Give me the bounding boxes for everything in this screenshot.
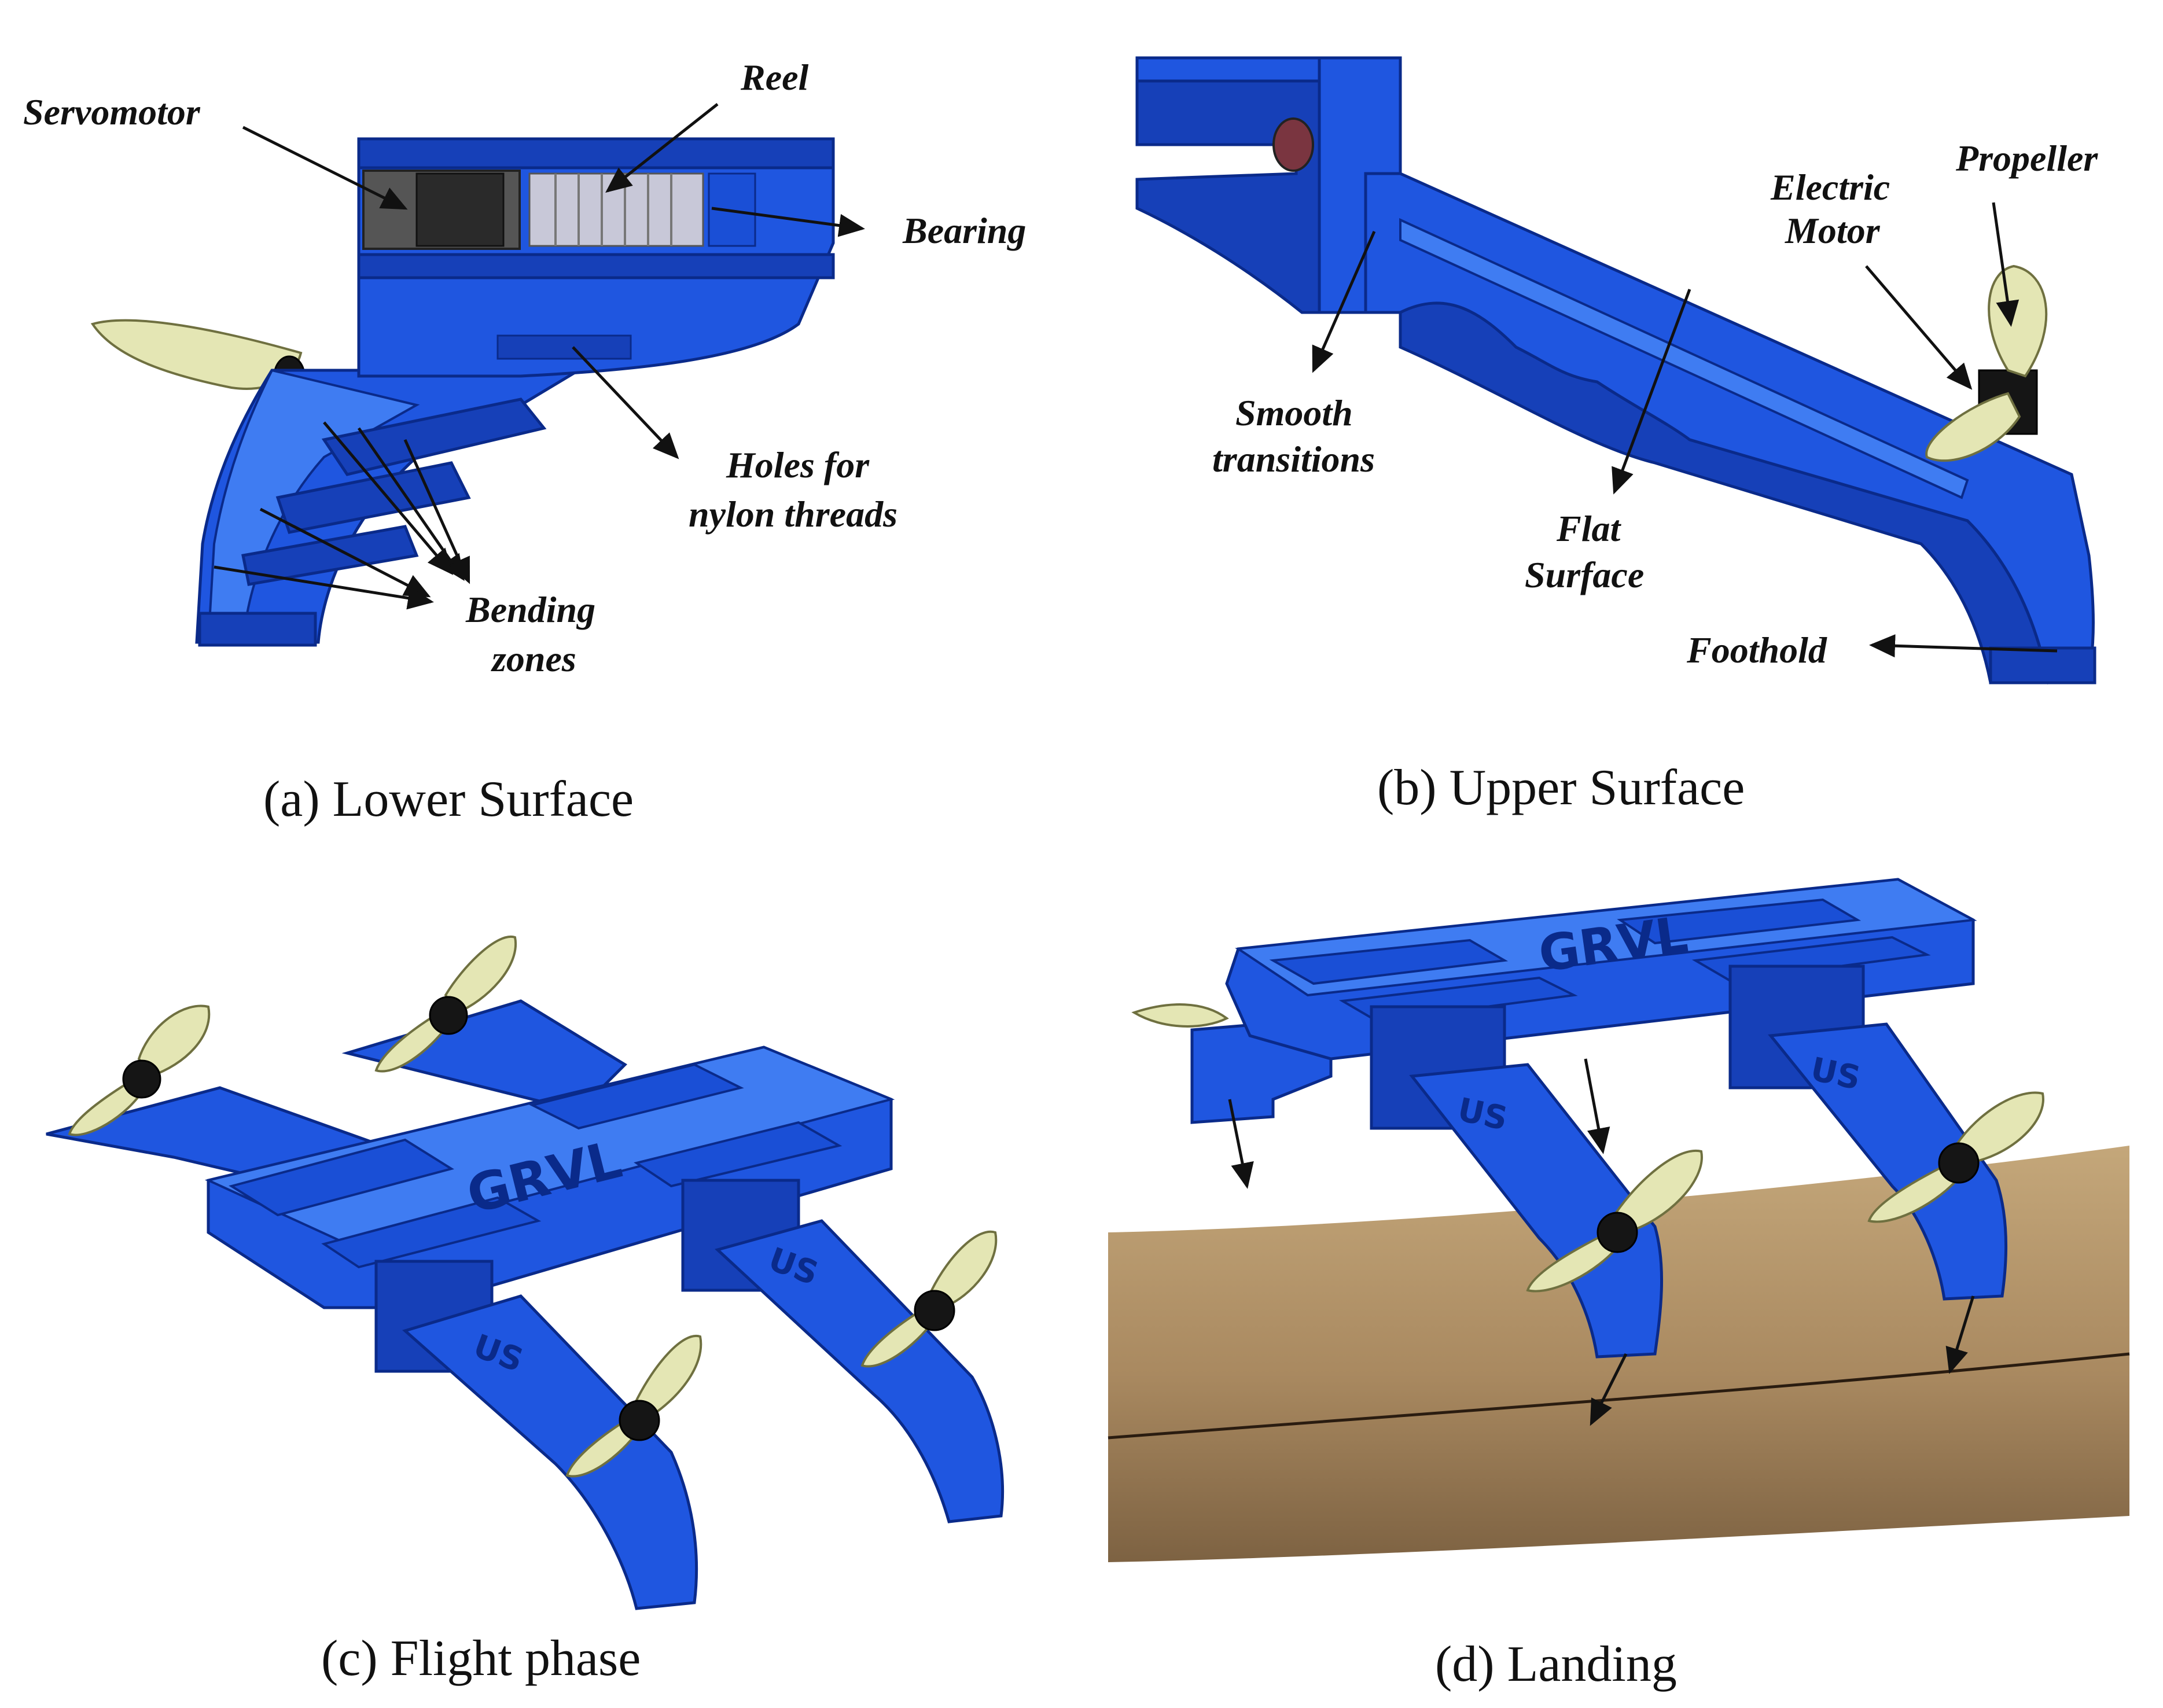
top-plate-d-2 <box>1617 898 1862 945</box>
propeller-c-rear-left <box>68 1004 211 1136</box>
panel-d-landing-arrows <box>1228 1058 1975 1426</box>
label-reel: Reel <box>740 57 809 98</box>
housing-top-shape <box>357 137 835 170</box>
arm-d-right <box>1768 1022 2008 1301</box>
propeller-c-front-left <box>565 1334 702 1478</box>
top-plate-3 <box>321 1196 542 1269</box>
caption-c: (c) Flight phase <box>321 1630 641 1687</box>
propeller-d-rear <box>1131 1003 1229 1028</box>
propeller-upper-blade <box>1988 264 2048 378</box>
top-plate-1 <box>229 1138 454 1217</box>
propeller-c-front-right <box>860 1230 998 1368</box>
front-right-arm <box>715 1219 1005 1523</box>
panel-b: Propeller Electric Motor Smooth transiti… <box>1135 56 2098 816</box>
label-servomotor: Servomotor <box>23 91 201 132</box>
propeller-lower-blade <box>1925 392 2021 462</box>
bearing-shape <box>708 172 756 247</box>
propeller-d-right <box>1867 1091 2044 1223</box>
caption-b: (b) Upper Surface <box>1377 760 1745 816</box>
bending-rib-3 <box>241 525 419 586</box>
servomotor-gear-shape <box>415 172 505 247</box>
panel-d-drone-model: GRVL US US <box>1131 878 2044 1359</box>
panel-a-leg-model <box>90 137 835 647</box>
label-flat-line1: Flat <box>1556 508 1621 549</box>
label-bending-line1: Bending <box>465 589 595 630</box>
panel-c: GRVL US US <box>46 935 1005 1687</box>
label-smooth-line1: Smooth <box>1235 392 1353 433</box>
arm-underside-shape <box>1399 301 2051 684</box>
caption-d: (d) Landing <box>1435 1636 1677 1692</box>
reel-ribs <box>554 174 672 246</box>
front-left-arm <box>402 1294 698 1610</box>
label-electric-line2: Motor <box>1785 210 1881 251</box>
foot-shape <box>198 612 317 647</box>
label-foothold: Foothold <box>1686 630 1827 671</box>
propeller-c-rear-right <box>374 935 517 1073</box>
label-flat-line2: Surface <box>1525 554 1644 595</box>
holes-plate-shape <box>496 334 632 360</box>
label-bearing: Bearing <box>902 210 1026 251</box>
branch-seam-line <box>1108 1352 2130 1440</box>
label-electric-line1: Electric <box>1770 167 1890 208</box>
label-bending-line2: zones <box>491 638 576 679</box>
foothold-shape <box>1989 646 2096 684</box>
panel-d: GRVL US US <box>1108 878 2130 1692</box>
label-holes-line1: Holes for <box>726 444 870 485</box>
panel-c-drone-model: GRVL US US <box>46 935 1005 1610</box>
arm-flat-strip-shape <box>1399 218 1969 499</box>
bearing-ring-shape <box>1272 117 1314 172</box>
label-holes-line2: nylon threads <box>689 494 897 535</box>
panel-b-leg-model <box>1135 56 2096 684</box>
top-plate-2 <box>529 1063 744 1130</box>
top-plate-d-1 <box>1269 938 1509 985</box>
bracket-shape <box>1135 79 1321 314</box>
panel-a: Servomotor Reel Bearing Holes for nylon … <box>23 57 1026 827</box>
panel-b-leaders <box>1312 202 2058 658</box>
top-plate-4 <box>634 1121 843 1188</box>
label-propeller: Propeller <box>1955 138 2098 179</box>
label-smooth-line2: transitions <box>1212 439 1375 480</box>
caption-a: (a) Lower Surface <box>263 771 634 827</box>
main-body-top-shape <box>204 1046 895 1246</box>
panel-a-leaders <box>214 103 865 610</box>
propeller-d-left <box>1526 1149 1703 1293</box>
housing-shelf-shape <box>357 253 835 279</box>
